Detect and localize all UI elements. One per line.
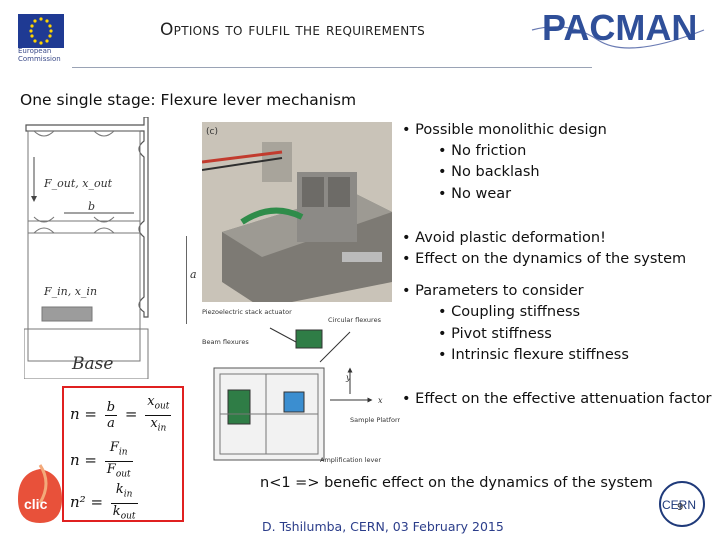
footer-author-date: D. Tshilumba, CERN, 03 February 2015 bbox=[262, 519, 504, 534]
formula2-num-sub: in bbox=[118, 447, 128, 458]
bullet-pivot-stiffness: • Pivot stiffness bbox=[438, 326, 552, 342]
eu-flag-logo bbox=[18, 14, 64, 48]
bullet-parameters: • Parameters to consider bbox=[402, 283, 584, 299]
label-x-axis: x bbox=[378, 396, 383, 405]
label-y-axis: y bbox=[345, 373, 351, 382]
formula1-frac2-num: x bbox=[147, 394, 155, 409]
formula3-lhs: n² = bbox=[70, 493, 104, 512]
label-sample-platform: Sample Platform bbox=[350, 416, 400, 424]
formula1-lhs: n = bbox=[70, 405, 97, 424]
cern-logo-text: CERN bbox=[662, 498, 696, 512]
pacman-logo: PACMAN bbox=[531, 7, 705, 49]
label-beam-flexures: Beam flexures bbox=[202, 338, 249, 346]
bullet-dynamics-text: Effect on the dynamics of the system bbox=[415, 251, 687, 267]
label-piezo: Piezoelectric stack actuator bbox=[202, 308, 292, 316]
label-b: b bbox=[88, 200, 95, 213]
flexure-lever-schematic: F_out, x_out b F_in, x_in Base bbox=[24, 117, 176, 379]
formula2-num: F bbox=[109, 440, 119, 455]
bullet-attenuation: • Effect on the effective attenuation fa… bbox=[402, 391, 712, 407]
bullet-coupling-stiffness-text: Coupling stiffness bbox=[451, 304, 581, 320]
clic-logo: clic bbox=[18, 464, 62, 523]
bullet-plastic-deformation: • Avoid plastic deformation! bbox=[402, 230, 606, 246]
label-fout: F_out, x_out bbox=[43, 177, 113, 190]
slide-subtitle: One single stage: Flexure lever mechanis… bbox=[20, 91, 357, 109]
bullet-plastic-deformation-text: Avoid plastic deformation! bbox=[415, 230, 606, 246]
formula1-frac1-num: b bbox=[104, 399, 118, 416]
dimension-line-a bbox=[186, 236, 187, 324]
label-base: Base bbox=[71, 354, 113, 374]
formula1-eq: = bbox=[124, 405, 138, 424]
eu-commission-label: European Commission bbox=[18, 47, 61, 63]
header-rule bbox=[72, 67, 592, 68]
bullet-dynamics: • Effect on the dynamics of the system bbox=[402, 251, 687, 267]
formula2-lhs: n = bbox=[70, 451, 97, 470]
bullet-intrinsic-stiffness-text: Intrinsic flexure stiffness bbox=[451, 347, 629, 363]
slide-title: Options to fulfil the requirements bbox=[160, 20, 426, 40]
label-fin: F_in, x_in bbox=[43, 285, 97, 298]
formula3-num: k bbox=[115, 482, 124, 497]
bullet-no-friction-text: No friction bbox=[451, 143, 527, 159]
flexure-stage-diagram: Piezoelectric stack actuator Beam flexur… bbox=[200, 302, 400, 474]
prototype-photo-drawing: (c) bbox=[202, 122, 392, 308]
eu-label-line2: Commission bbox=[18, 55, 61, 63]
pacman-logo-text: PACMAN bbox=[542, 7, 697, 48]
bullet-no-wear: • No wear bbox=[438, 186, 512, 202]
formula3-den: k bbox=[112, 503, 121, 519]
bullet-no-friction: • No friction bbox=[438, 143, 527, 159]
formula3-den-sub: out bbox=[120, 511, 136, 522]
conclusion-text: n<1 => benefic effect on the dynamics of… bbox=[260, 475, 653, 491]
bullet-no-backlash: • No backlash bbox=[438, 164, 540, 180]
cern-logo: CERN bbox=[659, 481, 705, 527]
formula1-frac1-den: a bbox=[107, 415, 115, 431]
eu-label-line1: European bbox=[18, 47, 52, 55]
formula1-frac2-den: x bbox=[150, 415, 158, 431]
label-amplification-lever: Amplification lever bbox=[320, 456, 381, 464]
bullet-monolithic: • Possible monolithic design bbox=[402, 122, 607, 138]
bullet-pivot-stiffness-text: Pivot stiffness bbox=[451, 326, 552, 342]
bullet-parameters-text: Parameters to consider bbox=[415, 283, 584, 299]
bullet-attenuation-text: Effect on the effective attenuation fact… bbox=[415, 391, 712, 407]
formula1-frac2-num-sub: out bbox=[154, 401, 170, 412]
formula1-frac2-den-sub: in bbox=[157, 423, 167, 434]
photo-panel-label: (c) bbox=[206, 127, 218, 137]
formula2-den-sub: out bbox=[115, 469, 131, 480]
formula2-den: F bbox=[106, 461, 116, 477]
label-a: a bbox=[190, 268, 197, 281]
bullet-no-wear-text: No wear bbox=[451, 186, 512, 202]
prototype-photo: (c) bbox=[202, 122, 392, 308]
formula3-num-sub: in bbox=[123, 489, 133, 500]
label-circular-flexures: Circular flexures bbox=[328, 316, 382, 324]
bullet-coupling-stiffness: • Coupling stiffness bbox=[438, 304, 581, 320]
bullet-no-backlash-text: No backlash bbox=[451, 164, 540, 180]
bullet-intrinsic-stiffness: • Intrinsic flexure stiffness bbox=[438, 347, 629, 363]
bullet-monolithic-text: Possible monolithic design bbox=[415, 122, 607, 138]
page-number: 9 bbox=[677, 502, 684, 513]
svg-text:clic: clic bbox=[24, 496, 48, 512]
